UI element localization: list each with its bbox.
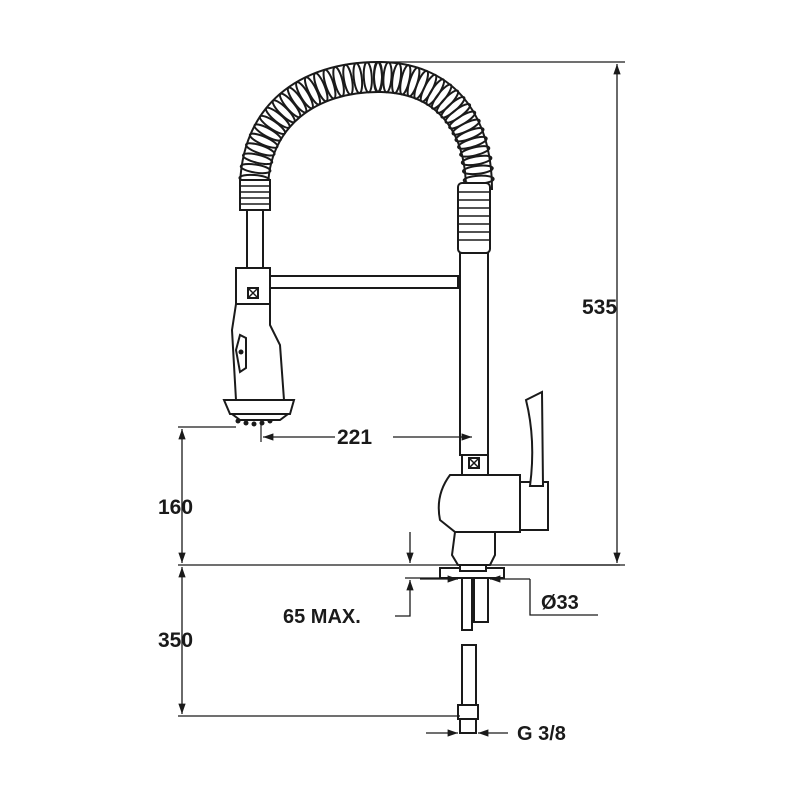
dim-label-mounting-hole: Ø33 bbox=[541, 592, 579, 614]
spring-coil-loop bbox=[461, 164, 494, 176]
spray-head-body bbox=[230, 303, 286, 401]
dim-label-connection-thread: G 3/8 bbox=[517, 723, 566, 745]
spring-coil-loop bbox=[322, 68, 337, 100]
lever-hub bbox=[519, 481, 549, 531]
left-spring-collar bbox=[239, 179, 271, 211]
shank-tube-left bbox=[461, 577, 473, 631]
dim-label-hose-length: 350 bbox=[158, 629, 193, 652]
spring-coil-loop bbox=[459, 145, 491, 158]
spray-outlet-face bbox=[229, 413, 291, 421]
spring-coil-loop bbox=[372, 61, 384, 93]
spring-coil-loop bbox=[295, 81, 314, 110]
main-column bbox=[459, 252, 489, 456]
spring-coil-loop bbox=[440, 95, 466, 119]
spring-coils bbox=[238, 61, 495, 185]
spring-coil-loop bbox=[382, 61, 393, 94]
right-sleeve-ribs bbox=[458, 191, 490, 241]
hose-fitting bbox=[459, 718, 477, 734]
spring-coil-loop bbox=[245, 142, 276, 157]
dim-label-counter-thickness: 65 MAX. bbox=[283, 606, 361, 628]
faucet-body bbox=[437, 474, 521, 539]
spring-coil-loop bbox=[352, 62, 364, 95]
spring-coil-loop bbox=[460, 154, 493, 167]
spring-coil-loop bbox=[332, 66, 345, 98]
spring-coil-loop bbox=[253, 123, 282, 142]
spring-coil-loop bbox=[406, 66, 421, 98]
left-collar-ribs bbox=[240, 185, 270, 205]
spring-coil-loop bbox=[248, 132, 279, 149]
spring-coil-loop bbox=[241, 152, 274, 166]
spray-button-dot bbox=[238, 349, 244, 355]
lever-handle bbox=[524, 390, 545, 487]
spring-coil-loop bbox=[435, 89, 460, 114]
spray-hose-tube bbox=[246, 209, 264, 271]
hose-nut bbox=[457, 704, 479, 720]
spring-coil-loop bbox=[362, 61, 373, 94]
dim-label-outlet-height: 160 bbox=[158, 496, 193, 519]
leader-mounting-hole bbox=[529, 579, 598, 616]
shank-tube-right bbox=[473, 577, 489, 623]
mounting-washer bbox=[459, 564, 487, 572]
dim-label-spout-reach: 221 bbox=[337, 426, 372, 449]
faucet-base bbox=[450, 531, 496, 566]
supply-hose bbox=[461, 644, 477, 708]
spring-coil-loop bbox=[239, 163, 272, 175]
spring-coil-loop bbox=[342, 63, 354, 96]
spring-arch-outer bbox=[239, 60, 493, 191]
holder-arm bbox=[269, 275, 459, 289]
spray-nozzle bbox=[222, 399, 296, 415]
spring-coil-loop bbox=[313, 72, 329, 103]
dim-label-total-height: 535 bbox=[582, 296, 617, 319]
spring-coil-loop bbox=[303, 76, 322, 106]
right-spring-sleeve bbox=[457, 182, 491, 254]
leader-counter-thickness bbox=[395, 598, 411, 617]
